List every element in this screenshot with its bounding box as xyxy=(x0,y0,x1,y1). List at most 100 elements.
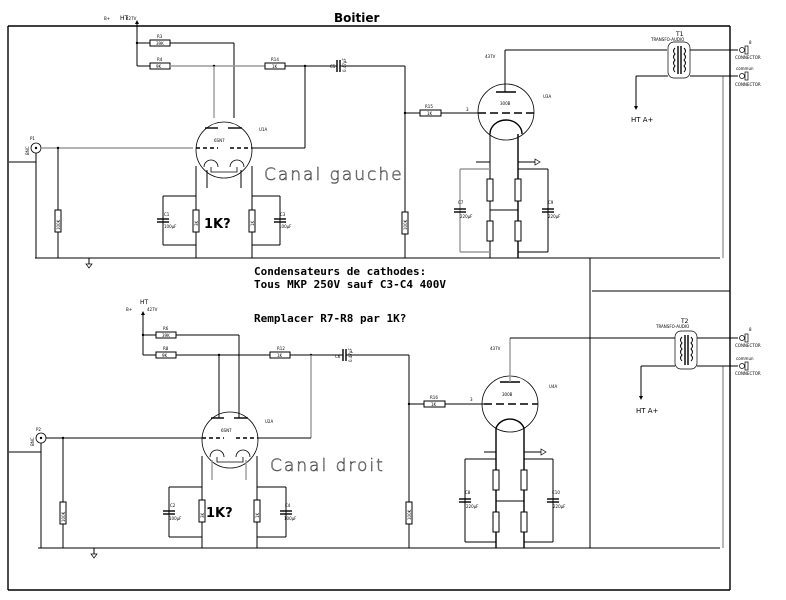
resistor-r21[interactable] xyxy=(492,469,500,491)
bplus-label-2: B+ xyxy=(126,307,132,312)
transformer-t2[interactable] xyxy=(674,330,698,370)
resistor-r18[interactable] xyxy=(486,220,494,242)
u3a-grid-pin: 3 xyxy=(466,107,469,112)
resistor-r20[interactable] xyxy=(514,220,522,242)
enclosure: Boitier xyxy=(7,11,731,591)
out-commun-type-left: CONNECTOR xyxy=(735,82,761,87)
r15-value: 1K xyxy=(427,111,433,116)
note-line-1: Condensateurs de cathodes: xyxy=(254,265,426,278)
resistor-r24[interactable] xyxy=(520,511,528,533)
resistor-r22[interactable] xyxy=(492,511,500,533)
r12-value: 1K xyxy=(277,353,283,358)
r6-value: 39K xyxy=(162,333,170,338)
t1-type: TRANSFO-AUDIO xyxy=(650,37,684,42)
p2-type: BNC xyxy=(30,437,35,446)
p1-type: BNC xyxy=(25,146,30,155)
channel-left: HT B+ 427V R3 39K R4 9K R14 1K C5 xyxy=(9,15,761,269)
capacitor-c10[interactable] xyxy=(547,498,559,503)
p1-ref: P1 xyxy=(30,136,35,141)
output-connector-commun-left[interactable] xyxy=(739,71,749,81)
r3-value: 39K xyxy=(156,41,164,46)
u3a-anode-voltage: 437V xyxy=(485,54,496,59)
r12-ref: R12 xyxy=(277,346,285,351)
capacitor-c8[interactable] xyxy=(459,498,471,503)
resistor-r2[interactable] xyxy=(59,501,67,525)
r15-ref: R15 xyxy=(425,104,433,109)
channel-label-left: Canal gauche xyxy=(264,165,404,185)
r6-cathode-value: 1K xyxy=(255,512,260,518)
channel-label-right: Canal droit xyxy=(270,456,385,476)
resistor-r10[interactable] xyxy=(405,501,413,525)
cathode-hint-right: 1K? xyxy=(206,506,233,521)
r10-value: 100K xyxy=(407,509,412,520)
input-jack-p1[interactable] xyxy=(30,142,42,154)
capacitor-c4[interactable] xyxy=(280,510,292,515)
capacitor-c9[interactable] xyxy=(542,208,554,213)
ht-aplus-label-left: HT A+ xyxy=(631,116,654,124)
tube-u3a[interactable] xyxy=(477,83,535,141)
capacitor-c5[interactable] xyxy=(336,60,341,72)
cathode-hint-left: 1K? xyxy=(204,217,231,232)
transformer-t1[interactable] xyxy=(667,41,691,79)
c5-value: 0.47µF xyxy=(342,58,347,72)
input-jack-p2[interactable] xyxy=(35,432,47,444)
u4a-anode-voltage: 437V xyxy=(490,346,501,351)
r8-ref: R8 xyxy=(163,346,169,351)
t2-ref: T2 xyxy=(680,318,689,325)
c4-ref: C4 xyxy=(285,503,291,508)
enclosure-title: Boitier xyxy=(334,11,379,25)
resistor-r19[interactable] xyxy=(514,178,522,202)
r9-value: 100K xyxy=(403,219,408,230)
capacitor-c6[interactable] xyxy=(342,349,347,361)
r4-ref: R4 xyxy=(157,57,163,62)
u2a-type: 6SN7 xyxy=(221,428,232,433)
c7-value: 220µF xyxy=(460,214,473,219)
c5-ref: C5 xyxy=(330,64,336,69)
tube-u2a[interactable] xyxy=(201,411,259,469)
ht-voltage: 427V xyxy=(126,16,137,21)
resistor-r17[interactable] xyxy=(486,178,494,202)
tube-u4a[interactable] xyxy=(481,375,539,433)
channel-right: HT B+ 427V R6 39K R8 9K R12 1K C6 0.47µF xyxy=(9,299,761,559)
c6-ref: C6 xyxy=(335,354,341,359)
p2-ref: P2 xyxy=(36,427,41,432)
ht-voltage-2: 427V xyxy=(147,307,158,312)
output-connector-commun-right[interactable] xyxy=(739,361,749,371)
resistor-r8-cathode[interactable] xyxy=(198,499,206,523)
u3a-type: 300B xyxy=(500,101,511,106)
r14-value: 1K xyxy=(272,64,278,69)
resistor-r23[interactable] xyxy=(520,469,528,491)
note-line-2: Tous MKP 250V sauf C3-C4 400V xyxy=(254,278,446,291)
u2a-ref: U2A xyxy=(265,419,273,424)
c3-ref: C3 xyxy=(280,212,286,217)
resistor-r6-cathode[interactable] xyxy=(253,499,261,523)
tube-u1a[interactable] xyxy=(195,121,253,179)
capacitor-c1[interactable] xyxy=(157,218,169,223)
c8-ref: C8 xyxy=(465,490,471,495)
c9-ref: C9 xyxy=(548,200,554,205)
resistor-r7[interactable] xyxy=(192,209,200,233)
c8-value: 220µF xyxy=(466,504,479,509)
capacitor-c7[interactable] xyxy=(454,208,466,213)
resistor-r1[interactable] xyxy=(54,209,62,233)
resistor-r9[interactable] xyxy=(401,211,409,235)
r8-value: 9K xyxy=(162,353,168,358)
c1-ref: C1 xyxy=(164,212,170,217)
r3-ref: R3 xyxy=(157,34,163,39)
resistor-r5[interactable] xyxy=(248,209,256,233)
out-8-ref-right: 8 xyxy=(749,327,752,332)
output-connector-8-left[interactable] xyxy=(739,45,749,55)
note-line-3: Remplacer R7-R8 par 1K? xyxy=(254,312,406,325)
capacitor-c3[interactable] xyxy=(274,218,286,223)
c2-ref: C2 xyxy=(170,503,176,508)
t1-ref: T1 xyxy=(675,31,684,38)
output-connector-8-right[interactable] xyxy=(739,333,749,343)
ground-icon xyxy=(85,258,93,269)
r16-ref: R16 xyxy=(430,395,438,400)
c2-value: 100µF xyxy=(169,516,182,521)
r1-value: 100K xyxy=(56,219,61,230)
capacitor-c2[interactable] xyxy=(163,510,175,515)
u4a-ref: U4A xyxy=(549,384,557,389)
c10-value: 220µF xyxy=(553,504,566,509)
